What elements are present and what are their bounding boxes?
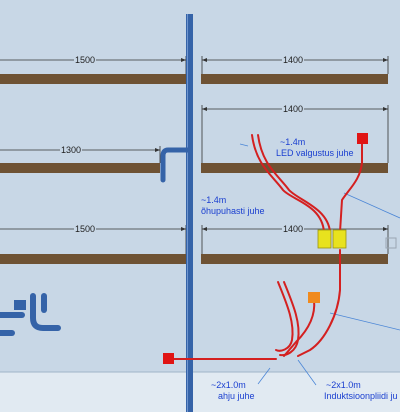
cables: [169, 134, 363, 360]
hood-cable-label: õhupuhasti juhe: [201, 206, 265, 216]
shelf-top-right: [201, 74, 388, 84]
main-vertical-pipe: [186, 14, 193, 412]
induction-length-label: ~2x1.0m: [326, 380, 361, 390]
dimension-arrows: [155, 58, 388, 231]
shelf-middle-left: [0, 163, 160, 173]
induction-cable-label: Induktsioonpliidi ju: [324, 391, 398, 401]
wall-lower-band: [0, 372, 400, 412]
hood-length-label: ~1.4m: [201, 195, 226, 205]
hood-pipe: [160, 147, 191, 183]
right-bracket: [385, 237, 397, 249]
dim-lower-right: 1400: [283, 224, 303, 234]
oven-cable-label: ahju juhe: [218, 391, 255, 401]
leader-lines: [239, 143, 400, 386]
socket-right: [332, 229, 347, 249]
socket-left: [317, 229, 332, 249]
wall-background: [0, 0, 400, 372]
junction-box-top: [357, 133, 368, 144]
led-cable-label: LED valgustus juhe: [276, 148, 354, 158]
junction-box-orange: [308, 292, 320, 303]
shelf-middle-right: [201, 163, 388, 173]
shelves: [0, 74, 388, 264]
shelf-bottom-right: [201, 254, 388, 264]
oven-length-label: ~2x1.0m: [211, 380, 246, 390]
dim-top-right: 1400: [283, 55, 303, 65]
dim-middle-left: 1300: [61, 145, 81, 155]
drain-fitting: [14, 300, 26, 310]
dim-lower-left: 1500: [75, 224, 95, 234]
dim-top-left: 1500: [75, 55, 95, 65]
shelf-top-left: [0, 74, 187, 84]
led-length-label: ~1.4m: [280, 137, 305, 147]
drain-pipes: [0, 293, 61, 336]
dim-upper-right: 1400: [283, 104, 303, 114]
junction-box-bottom: [163, 353, 174, 364]
shelf-bottom-left: [0, 254, 187, 264]
